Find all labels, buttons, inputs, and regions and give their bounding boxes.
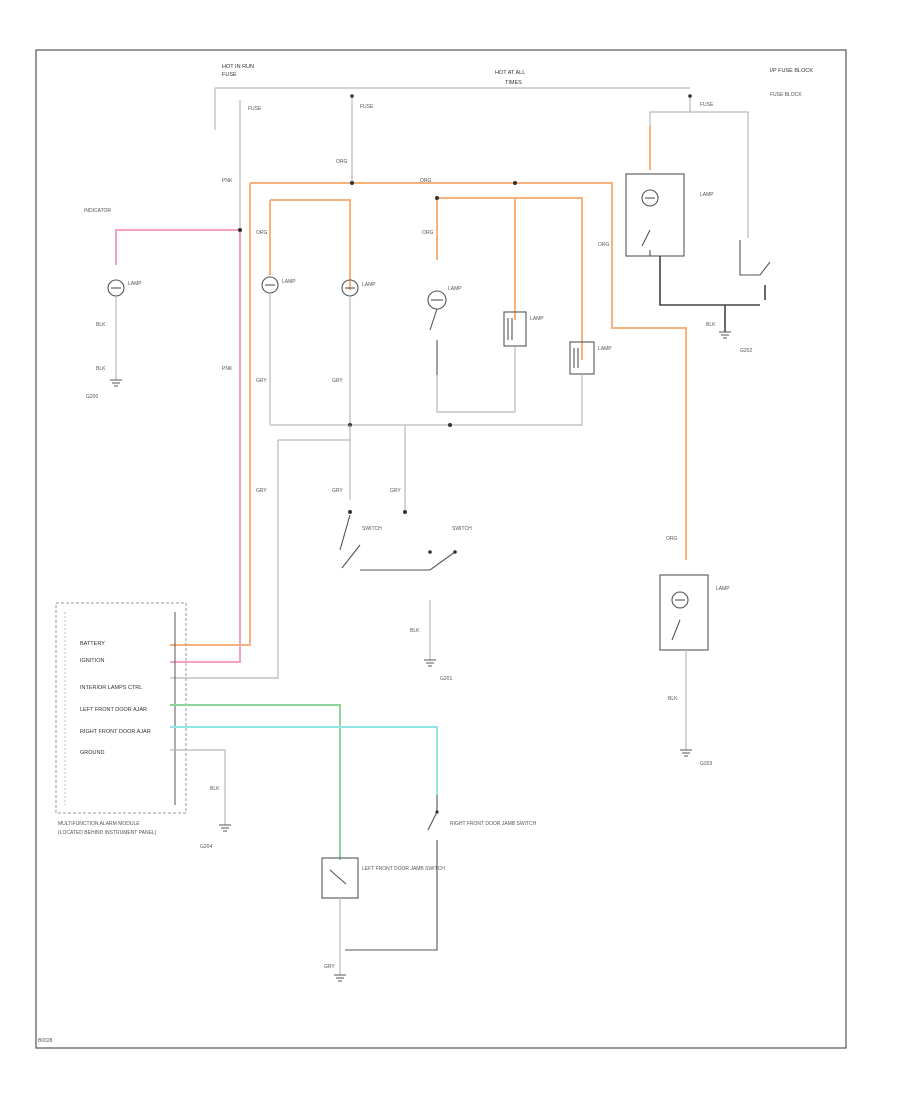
wire-label-pnk-1: PNK bbox=[222, 178, 233, 184]
wire-label-blk-1: BLK bbox=[96, 322, 106, 328]
cargo-lamp: LAMP bbox=[427, 286, 515, 413]
wire-label-org-1: ORG bbox=[336, 159, 348, 165]
wire-label-org-6: ORG bbox=[666, 536, 678, 542]
orange-bus: ORG ORG ORG ORG ORG ORG bbox=[170, 126, 687, 646]
module-pin-battery: BATTERY bbox=[80, 641, 105, 647]
label-lamp-center: LAMP bbox=[362, 282, 376, 288]
label-ground-g201: G201 bbox=[440, 676, 452, 682]
wire-label-org-3: ORG bbox=[256, 230, 268, 236]
label-times: TIMES bbox=[505, 80, 522, 86]
label-hot-in-run: HOT IN RUN bbox=[222, 64, 254, 70]
module-pin-rf-door: RIGHT FRONT DOOR AJAR bbox=[80, 729, 151, 735]
switch-ground: BLK G201 bbox=[410, 600, 452, 682]
label-lamp-right: LAMP bbox=[700, 192, 714, 198]
label-cargo-lamp: LAMP bbox=[448, 286, 462, 292]
pink-wire: INDICATOR PNK PNK bbox=[84, 178, 242, 663]
lower-right-lamp: LAMP BLK G203 bbox=[659, 574, 730, 767]
diagram-code: B0028 bbox=[38, 1038, 53, 1044]
label-fuse-left: FUSE bbox=[222, 72, 237, 78]
label-fuse-block-right: FUSE BLOCK bbox=[770, 92, 802, 98]
label-dome-lamp: LAMP bbox=[530, 316, 544, 322]
wire-label-org-4: ORG bbox=[422, 230, 434, 236]
module-pin-ignition: IGNITION bbox=[80, 658, 104, 664]
label-ground-g202: G202 bbox=[740, 348, 752, 354]
lf-door-switch: LEFT FRONT DOOR JAMB SWITCH bbox=[321, 857, 445, 975]
indicator-lamp-left: LAMP BLK BLK G200 bbox=[86, 279, 142, 400]
wire-label-gry-6: GRY bbox=[324, 964, 335, 970]
lamp-center: LAMP bbox=[341, 279, 376, 425]
lamp-left-front: LAMP bbox=[261, 276, 296, 425]
dome-lamp: LAMP bbox=[503, 311, 544, 412]
wire-label-blk-6: BLK bbox=[210, 786, 220, 792]
wire-label-org-2: ORG bbox=[420, 178, 432, 184]
label-fuse-c: FUSE bbox=[700, 102, 714, 108]
label-ground-g200: G200 bbox=[86, 394, 98, 400]
top-fuse-area: HOT IN RUN FUSE HOT AT ALL TIMES I/P FUS… bbox=[214, 64, 813, 238]
module-pin-ground: GROUND bbox=[80, 750, 104, 756]
label-ground-g204: G204 bbox=[200, 844, 212, 850]
wire-label-gry-3: GRY bbox=[332, 378, 343, 384]
wire-label-blk-5: BLK bbox=[668, 696, 678, 702]
label-ip-fuse-block: I/P FUSE BLOCK bbox=[770, 68, 813, 74]
wire-label-pnk-2: PNK bbox=[222, 366, 233, 372]
label-switch: SWITCH bbox=[362, 526, 382, 532]
wire-label-blk-4: BLK bbox=[706, 322, 716, 328]
door-switch-wires: BLK G204 bbox=[170, 704, 438, 860]
wire-label-blk-2: BLK bbox=[96, 366, 106, 372]
headlamp-switch: GRY GRY SWITCH SWITCH GRY GRY GRY bbox=[170, 378, 472, 679]
courtesy-lamp-right: LAMP BLK G202 bbox=[625, 173, 771, 354]
module-pin-lf-door: LEFT FRONT DOOR AJAR bbox=[80, 707, 147, 713]
label-lamp-left-front: LAMP bbox=[282, 279, 296, 285]
rf-door-switch: RIGHT FRONT DOOR JAMB SWITCH GRY bbox=[324, 795, 537, 982]
label-indicator: INDICATOR bbox=[84, 208, 111, 214]
wire-label-org-5: ORG bbox=[598, 242, 610, 248]
label-rear-lamp: LAMP bbox=[598, 346, 612, 352]
rear-lamp: LAMP bbox=[270, 341, 612, 426]
label-fuse-b: FUSE bbox=[360, 104, 374, 110]
wire-label-gry-1: GRY bbox=[332, 488, 343, 494]
label-fuse-a: FUSE bbox=[248, 106, 262, 112]
label-lf-door-switch: LEFT FRONT DOOR JAMB SWITCH bbox=[362, 866, 445, 872]
label-rear-cargo-lamp: LAMP bbox=[716, 586, 730, 592]
module-pin-interior: INTERIOR LAMPS CTRL bbox=[80, 685, 142, 691]
label-rf-door-switch: RIGHT FRONT DOOR JAMB SWITCH bbox=[450, 821, 537, 827]
diagram-frame bbox=[35, 49, 847, 1049]
alarm-module: BATTERY IGNITION INTERIOR LAMPS CTRL LEF… bbox=[55, 602, 187, 836]
module-name: MULTIFUNCTION ALARM MODULE bbox=[58, 821, 140, 827]
wire-label-gry-5: GRY bbox=[256, 488, 267, 494]
label-door-switch: SWITCH bbox=[452, 526, 472, 532]
label-lamp-left: LAMP bbox=[128, 281, 142, 287]
module-location: (LOCATED BEHIND INSTRUMENT PANEL) bbox=[58, 830, 157, 836]
wire-label-gry-2: GRY bbox=[390, 488, 401, 494]
label-ground-g203: G203 bbox=[700, 761, 712, 767]
wire-label-gry-4: GRY bbox=[256, 378, 267, 384]
label-hot-at-all: HOT AT ALL bbox=[495, 70, 525, 76]
wire-label-blk-3: BLK bbox=[410, 628, 420, 634]
